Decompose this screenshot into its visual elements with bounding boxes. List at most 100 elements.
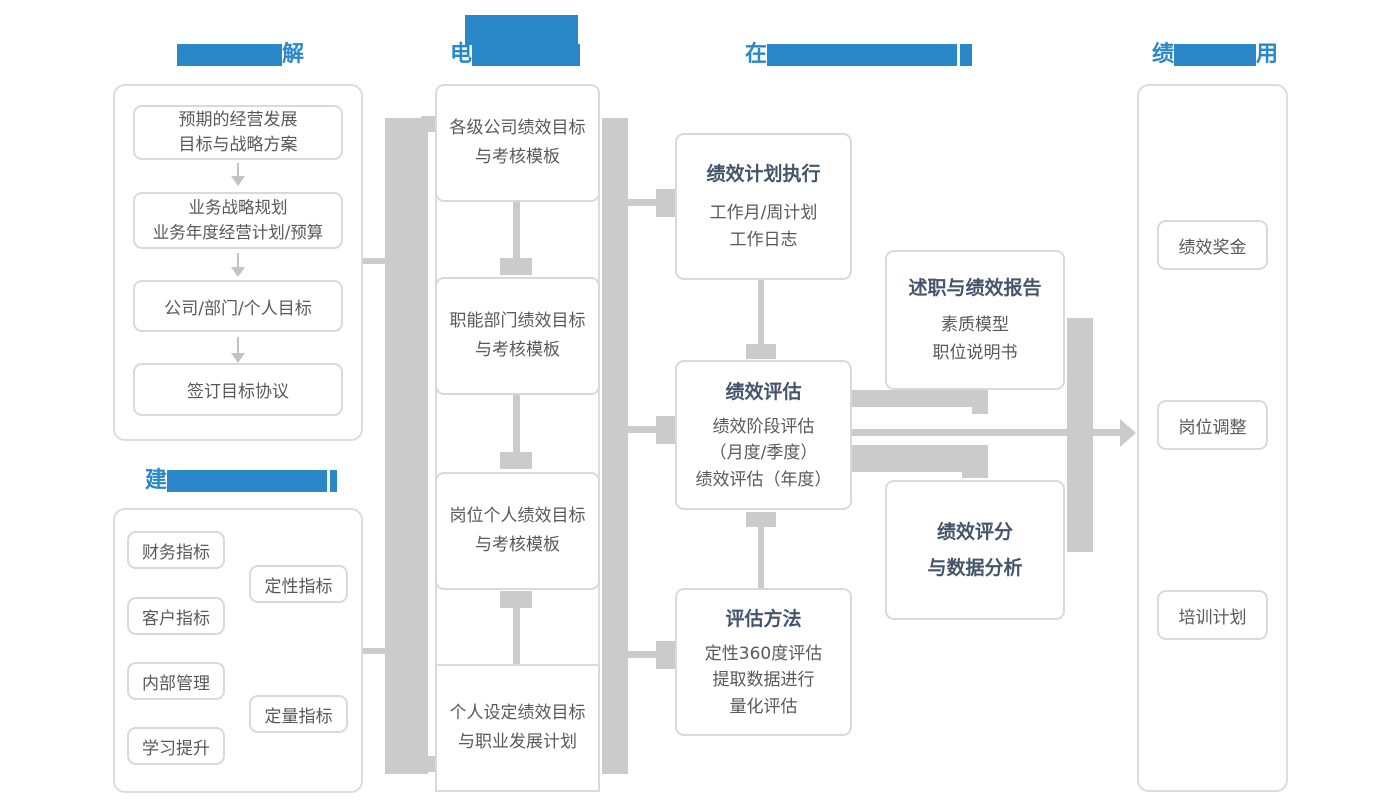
process-box-method-line-2: 提取数据进行: [712, 670, 815, 691]
template-box-position-line-1: 岗位个人绩效目标: [449, 506, 586, 527]
strategy-step-4: 签订目标协议: [133, 363, 343, 416]
process-header-end-fragment: [960, 44, 973, 66]
process-box-evaluation: 绩效评估 绩效阶段评估 （月度/季度） 绩效评估（年度）: [675, 360, 852, 510]
strategy-arrow-2-line: [237, 253, 239, 267]
template-box-company: 各级公司绩效目标 与考核模板: [435, 84, 600, 202]
template-conn-3-line: [513, 608, 520, 665]
strategy-to-bar-stub: [362, 258, 386, 264]
process-box-plan-execution: 绩效计划执行 工作月/周计划 工作日志: [675, 133, 852, 280]
strategy-arrow-3-head: [231, 353, 245, 363]
template-box-personal-line-2: 与职业发展计划: [458, 732, 577, 752]
process-conn-2-head: [746, 512, 776, 527]
result-bonus: 绩效奖金: [1157, 220, 1268, 270]
goal-decomposition-header: 解: [177, 44, 304, 66]
indicator-internal: 内部管理: [127, 662, 225, 700]
templates-header-start-char: 电: [450, 42, 473, 67]
process-header: 在: [745, 44, 973, 66]
process-box-method-line-3: 量化评估: [729, 696, 798, 717]
goal-decomposition-header-bar: [177, 44, 282, 66]
indicator-quantitative: 定量指标: [249, 695, 348, 733]
strategy-step-2-line-2: 业务年度经营计划/预算: [152, 222, 324, 242]
process-box-method: 评估方法 定性360度评估 提取数据进行 量化评估: [675, 588, 852, 736]
template-box-position-line-2: 与考核模板: [475, 535, 560, 555]
strategy-step-3-line-1: 公司/部门/个人目标: [164, 298, 312, 319]
indicator-customer-label: 客户指标: [142, 608, 210, 629]
strategy-step-1: 预期的经营发展 目标与战略方案: [133, 105, 343, 160]
adjustment-link-line: [852, 429, 1120, 436]
report-box-scoring-title-line-2: 与数据分析: [927, 557, 1023, 579]
result-position-adjust-label: 岗位调整: [1178, 417, 1247, 438]
indicator-internal-label: 内部管理: [142, 673, 210, 694]
goal-decomposition-header-end-char: 解: [282, 42, 305, 67]
strategy-step-1-line-1: 预期的经营发展: [178, 109, 298, 130]
templates-header-block: [465, 15, 578, 45]
report-link-bar-upper: [852, 390, 988, 407]
template-conn-1-line: [513, 202, 520, 258]
strategy-step-2-line-1: 业务战略规划: [188, 197, 288, 217]
arrow-tab-method: [656, 641, 675, 669]
arrowhead-to-position-adjust: [1120, 419, 1136, 447]
indicator-system-header: 建: [145, 468, 338, 493]
process-conn-1-line: [758, 280, 764, 344]
results-header-end-char: 用: [1256, 42, 1279, 67]
template-box-position: 岗位个人绩效目标 与考核模板: [435, 472, 600, 590]
result-position-adjust: 岗位调整: [1157, 400, 1268, 450]
template-box-department-line-1: 职能部门绩效目标: [449, 311, 586, 332]
results-header-start-char: 绩: [1152, 42, 1175, 67]
template-box-personal-line-1: 个人设定绩效目标: [449, 703, 586, 724]
indicator-finance-label: 财务指标: [142, 542, 210, 563]
results-container: [1137, 84, 1288, 792]
indicator-qualitative-label: 定性指标: [264, 576, 333, 597]
template-box-company-line-1: 各级公司绩效目标: [449, 118, 586, 139]
process-conn-1-head: [746, 344, 776, 359]
process-box-method-title: 评估方法: [725, 607, 802, 630]
indicators-to-bar-stub: [362, 648, 386, 654]
process-box-evaluation-line-1: 绩效阶段评估: [712, 416, 815, 437]
indicator-customer: 客户指标: [127, 597, 225, 635]
report-box-scoring-title-line-1: 绩效评分: [936, 520, 1013, 543]
process-box-evaluation-line-2: （月度/季度）: [709, 443, 818, 464]
report-link-bar-upper-step: [972, 390, 988, 414]
report-box-scoring: 绩效评分 与数据分析: [885, 480, 1065, 620]
stub-to-evaluation: [628, 426, 658, 433]
report-box-debrief: 述职与绩效报告 素质模型 职位说明书: [885, 250, 1065, 390]
process-box-method-line-1: 定性360度评估: [704, 643, 823, 664]
process-box-evaluation-line-3: 绩效评估（年度）: [695, 469, 832, 490]
process-conn-2-line: [758, 527, 764, 588]
templates-header: 电: [450, 42, 581, 67]
process-header-bar: [767, 44, 958, 66]
strategy-arrow-2-head: [231, 267, 245, 277]
process-box-plan-execution-title: 绩效计划执行: [706, 162, 821, 185]
result-training-plan: 培训计划: [1157, 590, 1268, 640]
result-bonus-label: 绩效奖金: [1178, 237, 1247, 258]
connector-bar-a: [385, 118, 428, 774]
strategy-arrow-1-line: [237, 163, 239, 176]
template-box-department-line-2: 与考核模板: [475, 340, 560, 360]
arrow-tab-plan-execution: [656, 189, 675, 217]
report-box-debrief-line-2: 职位说明书: [932, 342, 1018, 363]
process-box-plan-execution-line-1: 工作月/周计划: [709, 202, 818, 223]
indicator-finance: 财务指标: [127, 531, 225, 569]
indicator-qualitative: 定性指标: [249, 565, 348, 603]
indicator-learning-label: 学习提升: [142, 738, 210, 759]
score-link-bar-lower: [852, 445, 977, 472]
process-box-evaluation-title: 绩效评估: [725, 380, 802, 403]
strategy-arrow-1-head: [231, 176, 245, 186]
connector-bar-c: [1067, 318, 1093, 552]
indicator-system-header-end-fragment: [330, 470, 338, 492]
indicator-system-header-bar: [167, 470, 328, 492]
strategy-container: [113, 84, 363, 441]
report-box-debrief-title: 述职与绩效报告: [908, 277, 1042, 300]
template-conn-1-head: [500, 258, 532, 275]
indicator-system-header-start-char: 建: [145, 468, 168, 493]
strategy-step-1-line-2: 目标与战略方案: [178, 134, 298, 155]
process-box-plan-execution-line-2: 工作日志: [729, 230, 798, 250]
arrow-tab-evaluation: [656, 416, 675, 444]
results-header-bar: [1174, 44, 1257, 66]
template-box-personal: 个人设定绩效目标 与职业发展计划: [435, 664, 600, 792]
template-box-company-line-2: 与考核模板: [475, 147, 560, 167]
result-training-plan-label: 培训计划: [1178, 607, 1247, 628]
strategy-step-2: 业务战略规划 业务年度经营计划/预算: [133, 192, 343, 249]
strategy-step-4-line-1: 签订目标协议: [187, 382, 289, 402]
